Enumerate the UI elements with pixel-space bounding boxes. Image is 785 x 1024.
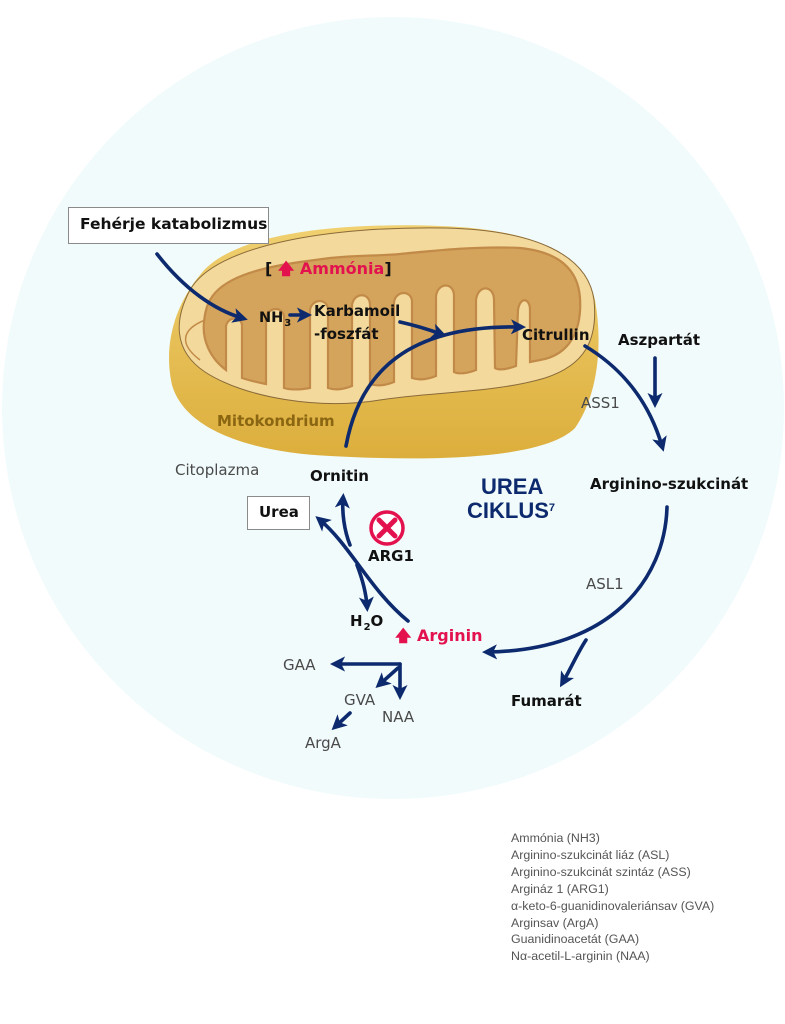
arrow-to-water	[355, 563, 374, 613]
ornithine-label: Ornitin	[310, 467, 369, 485]
legend-item: α-keto-6-guanidinovaleriánsav (GVA)	[511, 898, 715, 913]
up-arrow-icon: 🡅	[395, 626, 412, 645]
cytoplasm-label: Citoplazma	[175, 461, 260, 479]
legend-item: Arginino-szukcinát szintáz (ASS)	[511, 864, 691, 879]
up-arrow-icon: 🡅	[277, 259, 295, 278]
arrow-carbamoyl-to-citrulline	[398, 320, 447, 339]
arrow-ornithine-to-citrulline	[344, 319, 527, 448]
arrow-fumarate-out	[559, 638, 588, 688]
pathway-arrows	[155, 252, 669, 731]
abbreviation-legend: Ammónia (NH3) Arginino-szukcinát liáz (A…	[511, 830, 714, 965]
legend-item: Argináz 1 (ARG1)	[511, 881, 609, 896]
urea-box	[247, 496, 310, 530]
arrow-to-arga	[331, 711, 352, 731]
ammonia-label: Ammónia	[299, 259, 385, 278]
ass1-enzyme-label: ASS1	[581, 394, 620, 412]
water-label: H2O	[350, 612, 384, 633]
bracket-open: [	[265, 259, 273, 278]
asl1-enzyme-label: ASL1	[586, 575, 624, 593]
urea-label: Urea	[259, 503, 299, 521]
legend-item: Nα-acetil-L-arginin (NAA)	[511, 949, 650, 964]
urea-cycle-title-line2: CIKLUS7	[467, 498, 556, 523]
arginine-label: 🡅 Arginin	[395, 626, 483, 645]
gaa-label: GAA	[283, 656, 316, 674]
protein-catabolism-label: Fehérje katabolizmus	[80, 215, 268, 233]
gva-label: GVA	[344, 691, 376, 709]
argininosuccinate-label: Arginino-szukcinát	[590, 475, 749, 493]
ammonia-indicator: [ 🡅 Ammónia]	[265, 261, 392, 277]
legend-item: Arginino-szukcinát liáz (ASL)	[511, 847, 670, 862]
blocked-x-icon	[369, 510, 405, 546]
arrow-arginine-to-urea	[315, 516, 410, 623]
nh3-label: NH3	[259, 310, 292, 329]
citrulline-label: Citrullin	[522, 326, 590, 344]
arrow-argininosuccinate-to-arginine	[481, 505, 669, 660]
arrow-to-ornithine	[334, 492, 352, 547]
legend-item: Guanidinoacetát (GAA)	[511, 932, 640, 947]
legend-item: Arginsav (ArgA)	[511, 915, 599, 930]
mito-matrix	[202, 246, 582, 391]
protein-catabolism-box	[68, 207, 269, 244]
urea-cycle-title-line1: UREA	[481, 474, 544, 499]
naa-label: NAA	[382, 708, 415, 726]
mitochondrion	[169, 225, 599, 459]
arrow-citrulline-to-argininosuccinate	[583, 344, 667, 452]
aspartate-label: Aszpartát	[618, 331, 700, 349]
carbamoyl-phosphate-label-1: Karbamoil	[314, 302, 401, 320]
legend-item: Ammónia (NH3)	[511, 831, 600, 845]
arga-label: ArgA	[305, 734, 341, 752]
reference-superscript: 7	[548, 502, 556, 514]
arrow-protein-to-nh3	[155, 252, 248, 323]
mitochondrion-label: Mitokondrium	[217, 412, 335, 430]
arrow-to-gva	[375, 666, 400, 689]
fumarate-label: Fumarát	[511, 692, 582, 710]
carbamoyl-phosphate-label-2: -foszfát	[314, 325, 379, 343]
bracket-close: ]	[384, 259, 392, 278]
arg1-enzyme-label: ARG1	[368, 547, 414, 565]
